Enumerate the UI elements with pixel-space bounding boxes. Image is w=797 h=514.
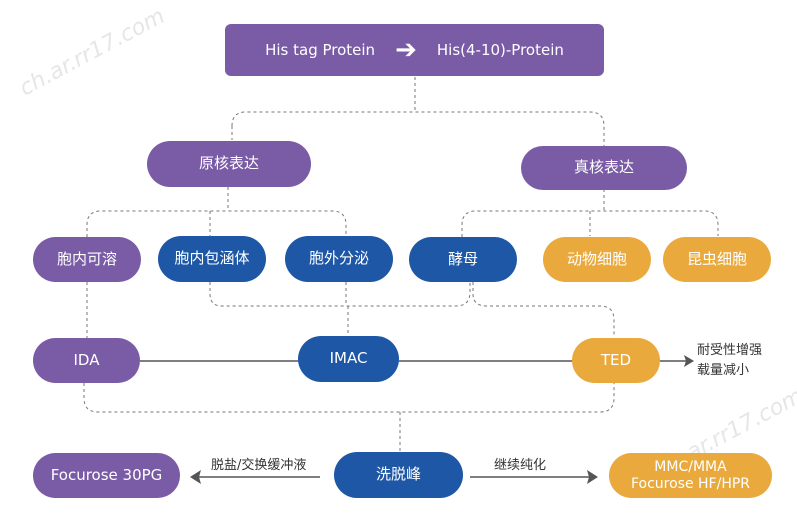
imac-node: IMAC	[298, 336, 399, 382]
eukaryotic-expression-node: 真核表达	[521, 146, 687, 190]
dash-prok-branch	[86, 210, 347, 237]
arrowhead-left	[190, 470, 201, 484]
arrowhead-right	[587, 470, 598, 484]
dash-bottom-loop	[83, 383, 615, 452]
focurose-30pg-node: Focurose 30PG	[33, 453, 180, 498]
right-arrow-icon: ➔	[395, 35, 417, 65]
further-purification-label: 继续纯化	[494, 458, 547, 473]
extracellular-secretion-node: 胞外分泌	[285, 236, 393, 282]
ida-node: IDA	[33, 338, 140, 383]
ted-node: TED	[572, 338, 660, 383]
mmc-mma-focurose-node: MMC/MMA Focurose HF/HPR	[609, 453, 772, 498]
his-4-10-protein-label: His(4-10)-Protein	[436, 41, 564, 59]
desalt-exchange-label: 脱盐/交换缓冲液	[211, 458, 307, 473]
dash-ted-in	[472, 282, 615, 336]
insect-cell-node: 昆虫细胞	[663, 237, 771, 282]
his-tag-header: His tag Protein ➔ His(4-10)-Protein	[225, 24, 604, 76]
dash-top-branch	[231, 111, 605, 146]
dash-imac-in	[209, 282, 471, 336]
ted-note-line2: 载量减小	[697, 363, 750, 379]
animal-cell-node: 动物细胞	[543, 237, 651, 282]
ted-note: 耐受性增强 载量减小	[697, 341, 762, 381]
inclusion-body-node: 胞内包涵体	[158, 236, 266, 282]
elution-peak-node: 洗脱峰	[334, 452, 463, 498]
ted-note-line1: 耐受性增强	[697, 343, 763, 358]
mmc-mma-label: MMC/MMA	[654, 459, 727, 476]
yeast-node: 酵母	[409, 237, 517, 282]
intracellular-soluble-node: 胞内可溶	[33, 237, 141, 282]
focurose-hf-hpr-label: Focurose HF/HPR	[630, 475, 751, 492]
prokaryotic-expression-node: 原核表达	[147, 141, 311, 187]
his-tag-protein-label: His tag Protein	[265, 41, 376, 59]
arrowhead-ted-note	[684, 355, 694, 367]
